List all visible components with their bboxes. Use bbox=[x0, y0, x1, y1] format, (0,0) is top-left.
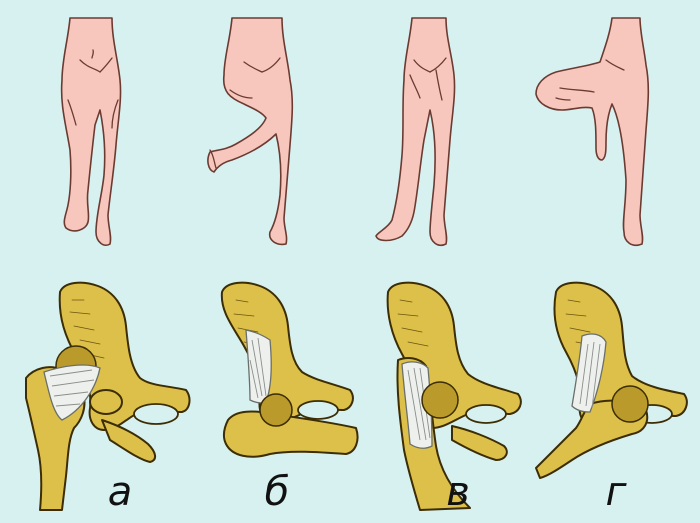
hip-joint-b bbox=[220, 281, 359, 458]
hip-joint-v bbox=[386, 281, 522, 511]
figure-c bbox=[375, 17, 456, 247]
panel-label-g: г bbox=[605, 469, 627, 515]
figure-a bbox=[60, 17, 122, 247]
figure-b bbox=[207, 17, 294, 246]
hip-joint-a bbox=[25, 281, 191, 511]
panel-label-v: в bbox=[446, 469, 470, 515]
panel-label-b: б bbox=[264, 469, 290, 515]
hip-joint-g bbox=[535, 281, 688, 479]
figure-d bbox=[535, 17, 650, 247]
panel-label-a: а bbox=[107, 469, 133, 515]
